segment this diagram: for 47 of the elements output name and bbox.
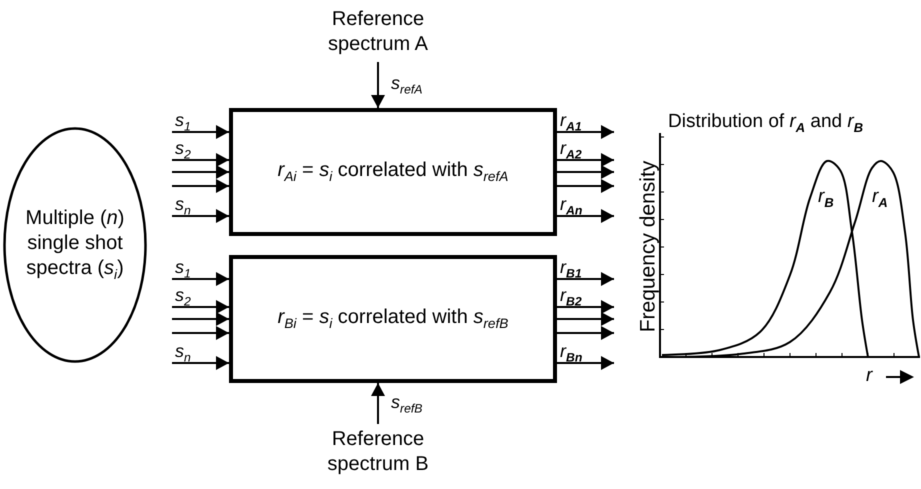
arrow xyxy=(371,62,385,108)
arrow xyxy=(557,179,614,193)
arrow xyxy=(557,272,614,286)
arrow xyxy=(557,312,614,326)
edge-label: r$_{A2}$ xyxy=(559,139,583,161)
node-text: r$_{Bi}$ = s$_{i}$ correlated with s$_{refB}$ xyxy=(278,305,508,333)
edge-label: r$_{Bn}$ xyxy=(559,342,584,364)
ellipse-node xyxy=(3,127,147,363)
arrow xyxy=(172,356,229,370)
reference-label: Reference spectrum A xyxy=(326,7,430,57)
axis-label: Frequency density xyxy=(638,160,659,332)
axis-label: r xyxy=(866,366,872,385)
edge-label: r$_{A1}$ xyxy=(559,111,583,133)
arrow xyxy=(172,209,229,223)
reference-label: Reference spectrum B xyxy=(326,427,430,477)
arrow xyxy=(557,326,614,340)
arrow xyxy=(172,179,229,193)
arrow xyxy=(557,300,614,314)
chart-title: Distribution of r$_{A}$ and r$_{B}$ xyxy=(668,112,864,135)
curve-label: r$_{B}$ xyxy=(818,187,834,210)
arrow xyxy=(172,153,229,167)
arrow xyxy=(172,165,229,179)
edge-label: s$_{1}$ xyxy=(174,111,192,133)
arrow xyxy=(557,209,614,223)
edge-label: r$_{B2}$ xyxy=(559,286,583,308)
arrow xyxy=(557,356,614,370)
curve-label: r$_{A}$ xyxy=(872,187,888,210)
edge-label: s$_{n}$ xyxy=(174,342,192,364)
arrow xyxy=(557,153,614,167)
edge-label: s$_{2}$ xyxy=(174,286,192,308)
arrow xyxy=(557,165,614,179)
arrow xyxy=(557,125,614,139)
arrow xyxy=(172,326,229,340)
node-text: r$_{Ai}$ = s$_{i}$ correlated with s$_{refA}$ xyxy=(278,158,508,186)
edge-label: r$_{B1}$ xyxy=(559,258,583,280)
arrow xyxy=(172,300,229,314)
node-text: Multiple (n) single shot spectra (s$_{i}$) xyxy=(24,206,126,284)
edge-label: s$_{2}$ xyxy=(174,139,192,161)
arrow xyxy=(371,383,385,424)
arrow xyxy=(172,125,229,139)
edge-label: s$_{1}$ xyxy=(174,258,192,280)
process-box xyxy=(229,108,557,236)
process-box xyxy=(229,255,557,383)
arrow xyxy=(172,272,229,286)
edge-label: s$_{n}$ xyxy=(174,195,192,217)
arrow xyxy=(172,312,229,326)
edge-label: r$_{An}$ xyxy=(559,195,584,217)
